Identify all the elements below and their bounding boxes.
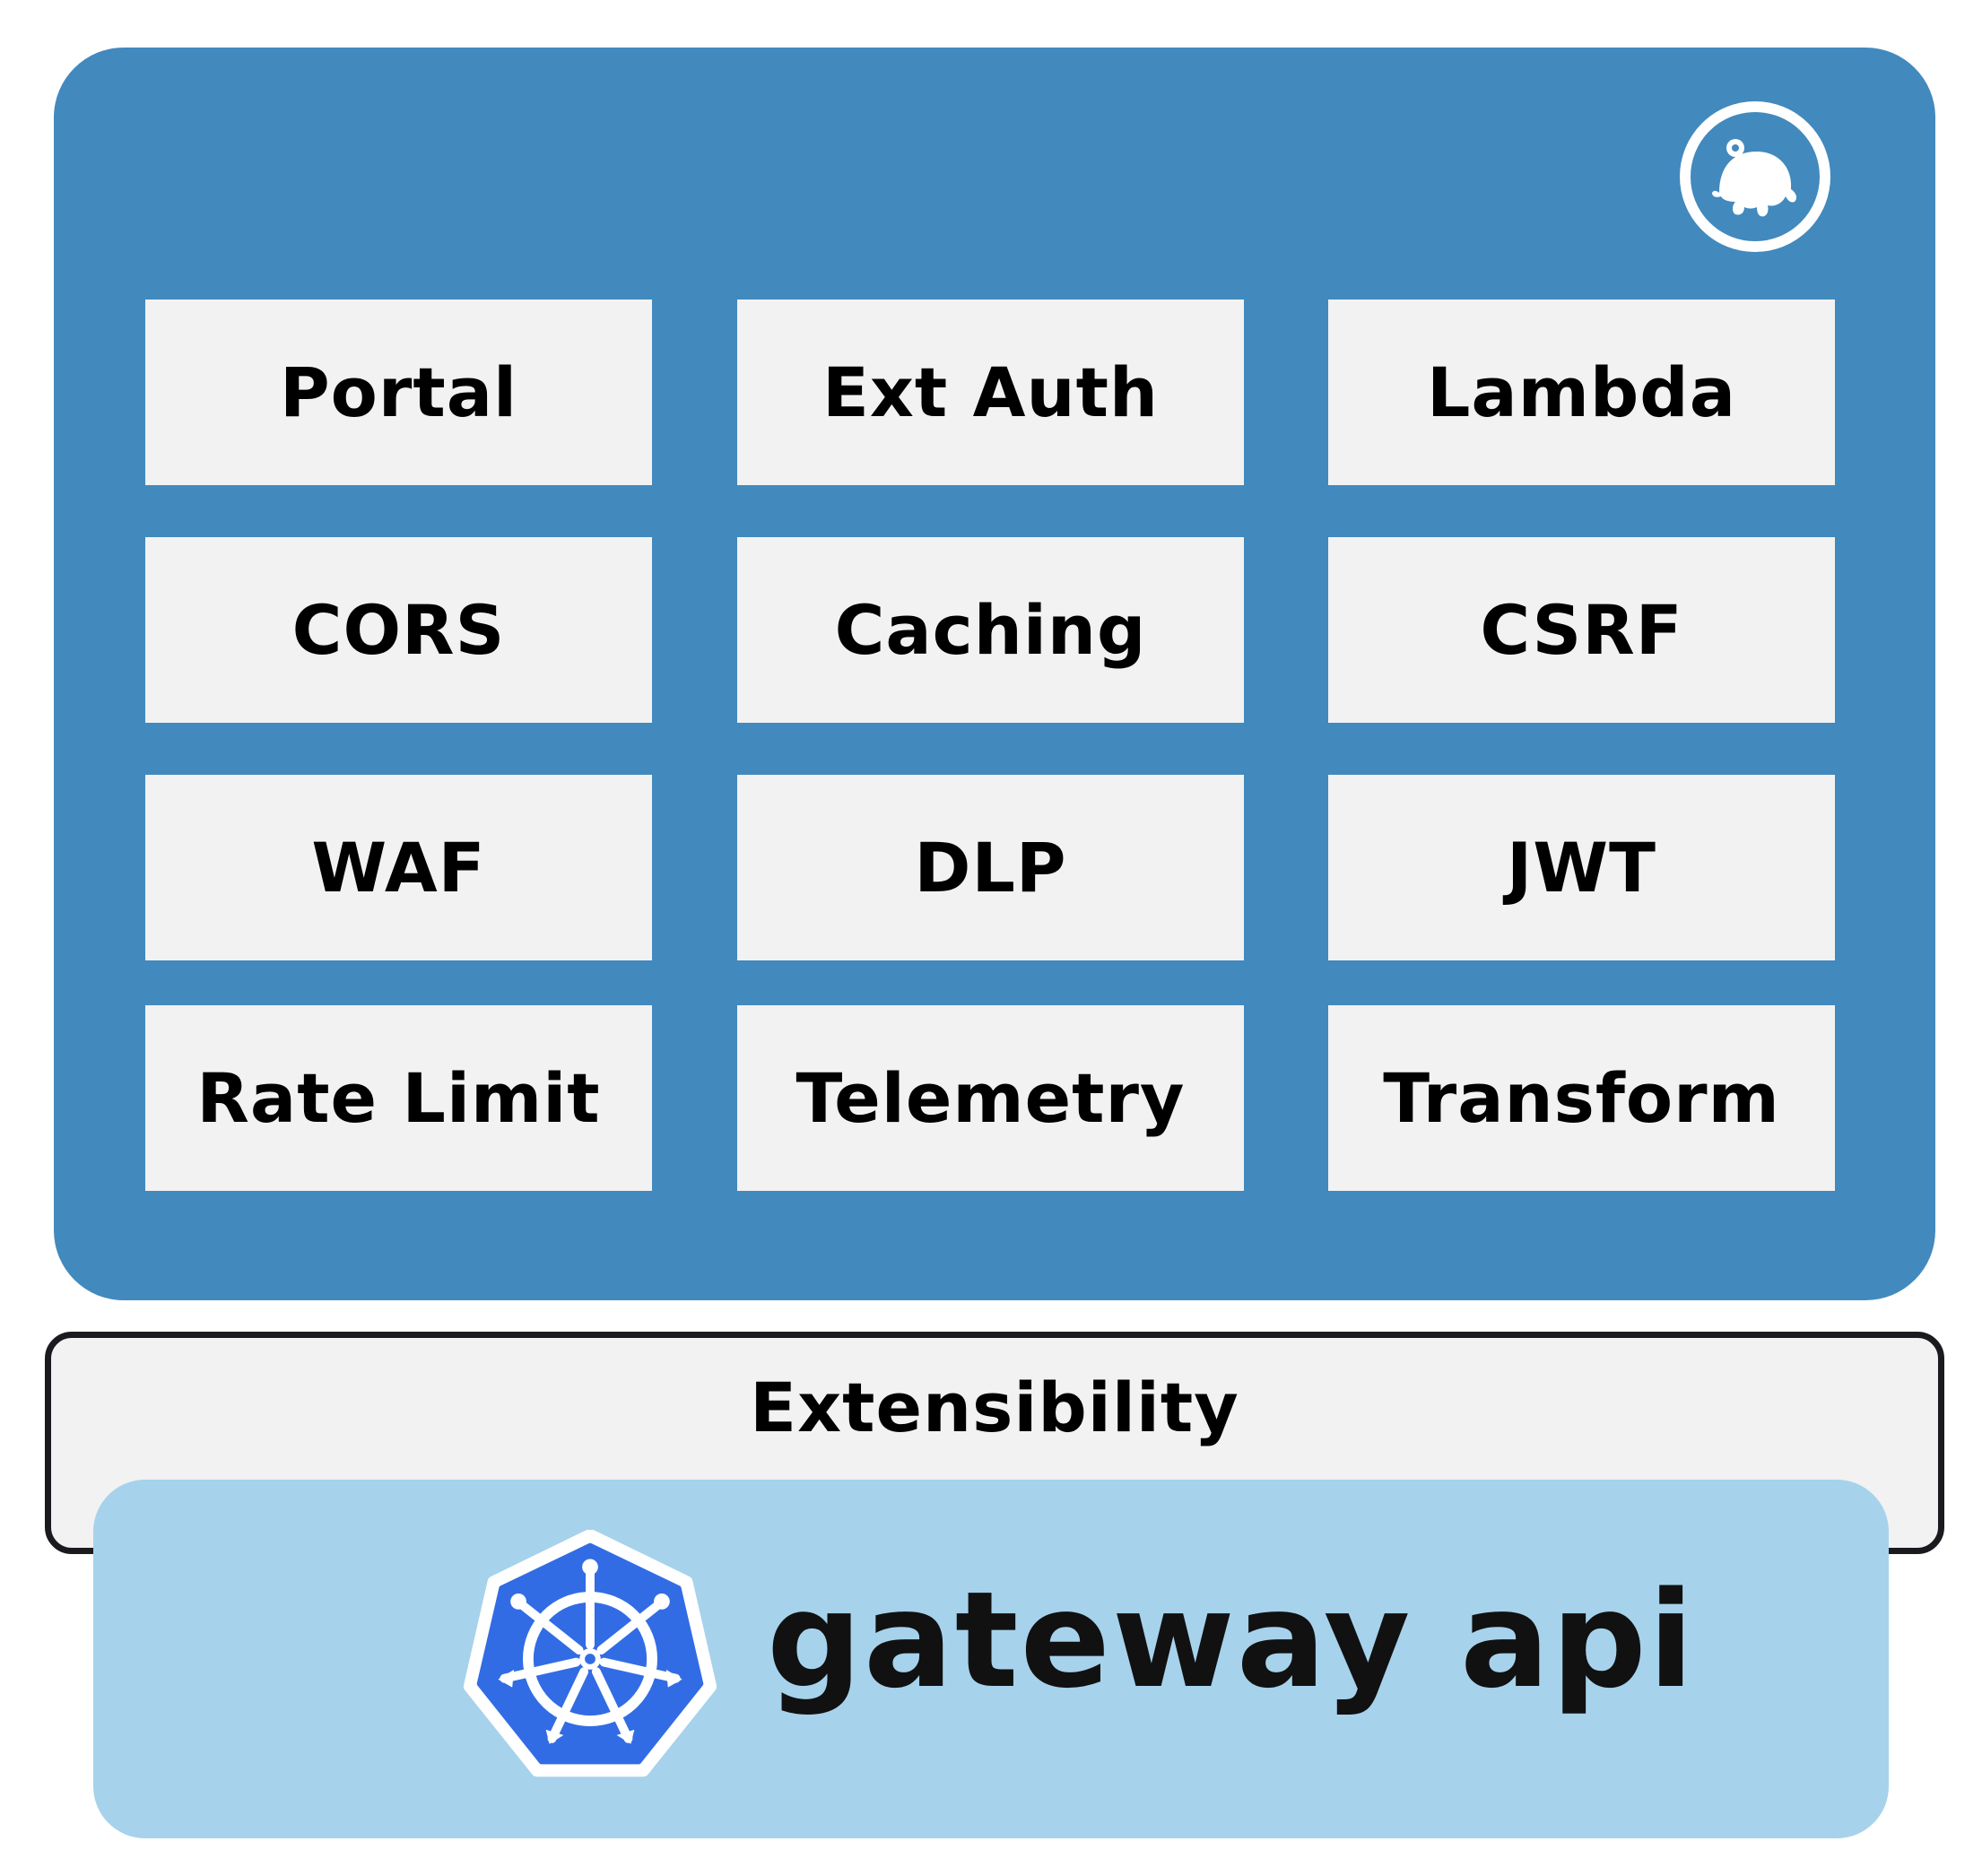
tile-label: Rate Limit	[196, 1058, 601, 1138]
tile-csrf: CSRF	[1328, 537, 1835, 723]
tile-label: Portal	[279, 352, 518, 432]
tile-label: JWT	[1507, 828, 1656, 908]
tile-ext-auth: Ext Auth	[737, 300, 1244, 485]
tile-jwt: JWT	[1328, 775, 1835, 960]
gateway-api-box	[93, 1480, 1889, 1838]
gloo-logo-icon	[1678, 100, 1832, 254]
tile-lambda: Lambda	[1328, 300, 1835, 485]
tile-transform: Transform	[1328, 1005, 1835, 1191]
tile-label: Caching	[834, 590, 1147, 670]
tile-label: CSRF	[1480, 590, 1683, 670]
tile-label: Lambda	[1427, 352, 1736, 432]
tile-cors: CORS	[145, 537, 652, 723]
tile-label: Transform	[1383, 1058, 1780, 1138]
tile-label: Ext Auth	[821, 352, 1160, 432]
tile-caching: Caching	[737, 537, 1244, 723]
tile-waf: WAF	[145, 775, 652, 960]
tile-dlp: DLP	[737, 775, 1244, 960]
tile-label: Telemetry	[795, 1058, 1186, 1138]
tile-rate-limit: Rate Limit	[145, 1005, 652, 1191]
tile-telemetry: Telemetry	[737, 1005, 1244, 1191]
tile-label: DLP	[914, 828, 1067, 908]
tile-portal: Portal	[145, 300, 652, 485]
tile-label: CORS	[291, 590, 506, 670]
kubernetes-helm-icon	[457, 1530, 723, 1788]
extensibility-label: Extensibility	[750, 1368, 1239, 1447]
tile-label: WAF	[311, 828, 486, 908]
gateway-api-label: gateway api	[767, 1563, 1696, 1717]
